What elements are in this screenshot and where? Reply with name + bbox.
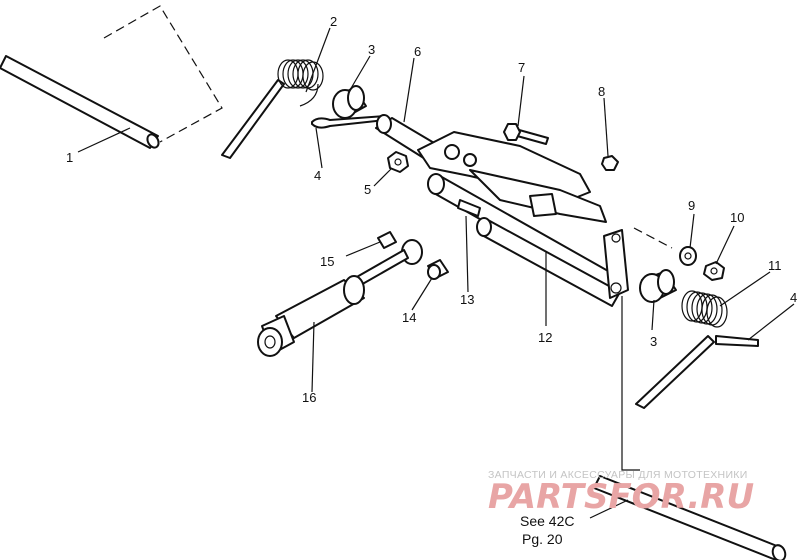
reference-line-2: Pg. 20 [522,531,563,547]
callout-4-lower: 4 [790,290,797,305]
callout-11: 11 [768,258,782,273]
callout-3-lower: 3 [650,334,657,349]
part-7-bolt [503,123,549,145]
leader-lines [77,27,795,519]
callout-8: 8 [598,84,605,99]
part-3-bushing [332,85,367,119]
part-4-pin [311,115,387,129]
callout-2: 2 [330,14,337,29]
callout-6: 6 [414,44,421,59]
part-9-washer [679,246,697,266]
part-3-bushing-lower [639,269,677,303]
part-1-rod [0,55,160,149]
callout-10: 10 [730,210,744,225]
link-line [621,296,640,471]
part-10-nut [703,261,725,281]
callout-7: 7 [518,60,525,75]
reference-note: See 42C Pg. 20 [520,513,574,547]
callout-14: 14 [402,310,416,325]
callout-15: 15 [320,254,334,269]
part-13-stud [457,199,481,217]
alignment-line [103,5,223,143]
watermark-tagline: ЗАПЧАСТИ И АКСЕССУАРЫ ДЛЯ МОТОТЕХНИКИ [488,469,748,481]
part-5-nut [387,151,409,173]
callout-12: 12 [538,330,552,345]
main-bracket [417,131,629,307]
part-8-nut [601,155,619,171]
callout-16: 16 [302,390,316,405]
callout-3: 3 [368,42,375,57]
watermark-logo: PARTSFOR.RU [488,477,754,517]
part-16-shock [257,239,423,357]
part-15-pin [377,231,397,249]
callout-5: 5 [364,182,371,197]
part-2-spring [221,59,324,159]
callout-9: 9 [688,198,695,213]
lower-rod [593,475,787,560]
callout-1: 1 [66,150,73,165]
part-11-spring [635,290,728,409]
part-4-pin-lower [715,335,759,347]
reference-line-1: See 42C [520,513,574,529]
alignment-line-right [633,227,673,249]
callout-13: 13 [460,292,474,307]
watermark: ЗАПЧАСТИ И АКСЕССУАРЫ ДЛЯ МОТОТЕХНИКИ PA… [488,469,754,517]
part-14-bushing [427,259,449,280]
callouts: 1 2 3 4 5 6 7 8 9 10 11 12 13 14 15 16 3… [66,14,797,405]
callout-4: 4 [314,168,321,183]
